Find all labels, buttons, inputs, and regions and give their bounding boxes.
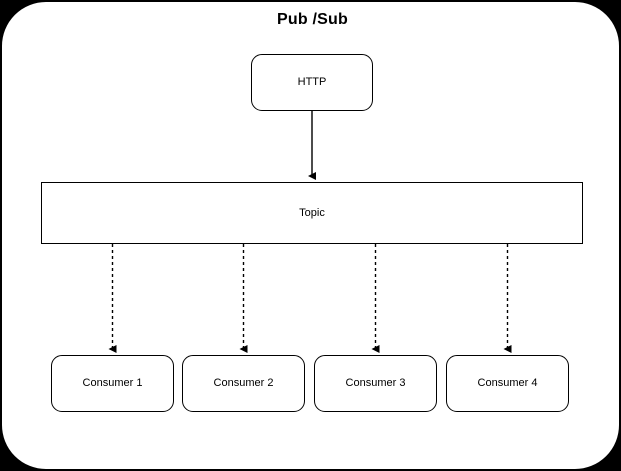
node-consumer-1[interactable]: Consumer 1 [51,355,174,412]
node-consumer-4[interactable]: Consumer 4 [446,355,569,412]
node-topic-label: Topic [299,206,325,219]
node-consumer-2[interactable]: Consumer 2 [182,355,305,412]
node-consumer-3[interactable]: Consumer 3 [314,355,437,412]
node-consumer-2-label: Consumer 2 [213,377,274,390]
node-consumer-1-label: Consumer 1 [82,377,143,390]
page-title: Pub /Sub [277,11,348,28]
node-consumer-4-label: Consumer 4 [477,377,538,390]
node-http-label: HTTP [297,76,327,89]
node-consumer-3-label: Consumer 3 [345,377,406,390]
node-http[interactable]: HTTP [251,54,373,111]
node-topic[interactable]: Topic [41,182,583,244]
